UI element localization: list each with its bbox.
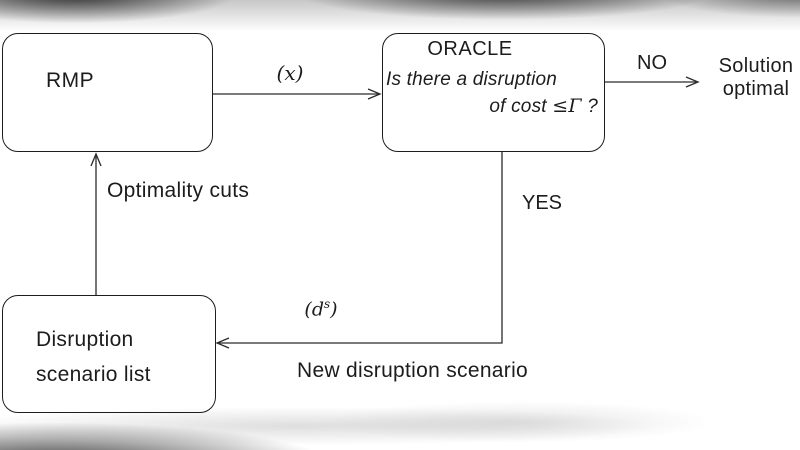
- solution-optimal-line1: Solution: [718, 55, 794, 77]
- solution-optimal-label: Solution optimal: [710, 55, 800, 101]
- ds-superscript: s: [323, 297, 331, 311]
- arrow-oracle-yes-head: [215, 337, 230, 349]
- new-scenario-label: New disruption scenario: [297, 359, 529, 382]
- scenario-list-line2: scenario list: [36, 363, 151, 386]
- x-vector-label: (x): [276, 61, 304, 85]
- no-branch-label: NO: [637, 52, 667, 74]
- oracle-question-line1: Is there a disruption: [386, 69, 558, 90]
- ds-close: ): [330, 298, 338, 321]
- rmp-label: RMP: [46, 69, 95, 92]
- arrow-oracle-yes-line: [219, 152, 503, 344]
- oracle-question-prefix: of cost: [489, 96, 553, 117]
- yes-branch-label: YES: [522, 192, 563, 214]
- scenario-list-label: Disruption scenario list: [36, 322, 206, 392]
- gamma-budget-math: ≤Γ: [552, 95, 582, 117]
- arrow-oracle-no-head: [685, 76, 700, 88]
- arrow-rmp-to-oracle-head: [367, 88, 382, 100]
- arrow-cuts-head: [90, 152, 102, 167]
- scenario-list-box: [2, 295, 216, 413]
- optimality-cuts-label: Optimality cuts: [107, 179, 250, 202]
- ds-open: (d: [304, 298, 324, 321]
- scenario-list-line1: Disruption: [36, 328, 134, 351]
- oracle-question-suffix: ?: [581, 96, 598, 117]
- disruption-vector-label: (ds): [298, 297, 344, 320]
- solution-optimal-line2: optimal: [722, 78, 790, 100]
- rmp-box: [2, 33, 213, 152]
- oracle-title: ORACLE: [427, 38, 513, 60]
- oracle-question-line2: of cost ≤Γ ?: [382, 95, 598, 118]
